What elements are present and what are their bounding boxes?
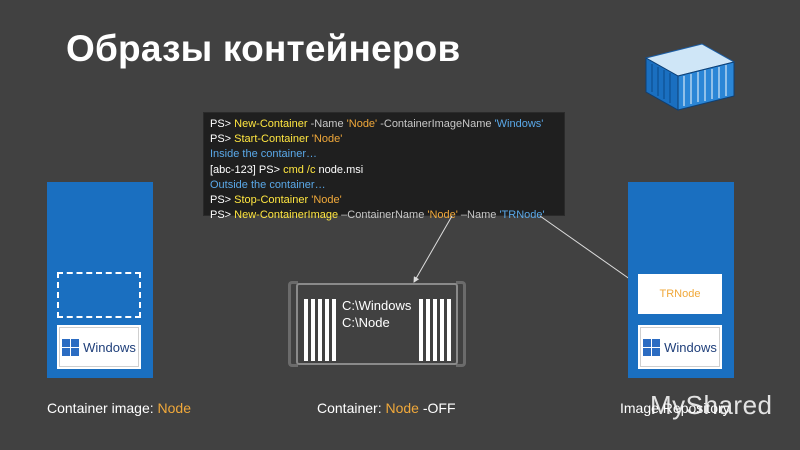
console-line: PS> Start-Container 'Node' — [210, 132, 558, 147]
container-frame — [296, 283, 458, 365]
windows-base-layer: Windows — [638, 325, 722, 369]
console-token: 'Node' — [308, 194, 342, 207]
caption-value: Node — [157, 400, 191, 416]
console-token: -Name — [307, 118, 347, 130]
console-token: PS> — [210, 133, 235, 146]
caption-prefix: Container: — [317, 400, 386, 416]
console-token: Start-Container — [234, 133, 309, 146]
windows-logo-icon — [643, 338, 661, 356]
arrow-to-repository — [539, 215, 635, 283]
console-token: node.msi — [315, 163, 364, 176]
windows-base-layer: Windows — [57, 325, 141, 369]
container-paths: C:\Windows C:\Node — [342, 297, 411, 331]
console-token: [abc-123] PS> — [210, 163, 284, 176]
container-right-bracket — [456, 281, 466, 367]
caption-container-image: Container image: Node — [47, 400, 191, 416]
console-line: [abc-123] PS> cmd /c node.msi — [210, 163, 558, 178]
console-token: 'Node' — [308, 133, 343, 146]
trnode-layer: TRNode — [638, 274, 722, 314]
caption-suffix: -OFF — [418, 400, 456, 416]
container-path-node: C:\Node — [342, 315, 390, 330]
caption-container: Container: Node -OFF — [317, 400, 456, 416]
console-token: 'Node' — [346, 118, 378, 130]
console-token: Inside the container… — [210, 148, 318, 161]
console-token: 'TRNode' — [499, 209, 545, 222]
console-token: New-ContainerImage — [234, 209, 339, 222]
arrow-to-container — [413, 215, 453, 283]
console-token: PS> — [210, 209, 235, 222]
watermark-logo: MyShared — [650, 390, 773, 420]
stopped-container: C:\Windows C:\Node — [288, 275, 466, 373]
console-line: Inside the container… — [210, 147, 558, 162]
console-token: Stop-Container — [234, 194, 309, 207]
slide-title: Образы контейнеров — [66, 28, 461, 69]
console-line: PS> New-Container -Name 'Node' -Containe… — [210, 117, 558, 132]
console-token: PS> — [210, 118, 235, 130]
console-token: –ContainerName — [338, 209, 428, 222]
windows-label: Windows — [83, 339, 136, 355]
windows-label: Windows — [664, 339, 717, 355]
image-repository-panel: TRNode Windows — [628, 182, 734, 378]
empty-layer-slot — [57, 272, 141, 318]
console-line: Outside the container… — [210, 178, 558, 193]
console-token: Outside the container… — [210, 178, 326, 191]
powershell-console: PS> New-Container -Name 'Node' -Containe… — [203, 112, 565, 221]
container-image-panel: Windows — [47, 182, 153, 378]
console-line: PS> New-ContainerImage –ContainerName 'N… — [210, 208, 558, 223]
console-token: –Name — [457, 209, 500, 222]
console-token: 'Windows' — [494, 118, 544, 130]
console-token: cmd /c — [283, 163, 316, 176]
console-token: New-Container — [234, 118, 308, 130]
caption-value: Node — [385, 400, 419, 416]
console-token: PS> — [210, 194, 235, 207]
caption-image-repository: Image Repository — [620, 400, 730, 416]
windows-logo-icon — [62, 338, 80, 356]
container-cube-icon — [644, 43, 736, 111]
container-stripes-left — [304, 299, 336, 361]
container-stripes-right — [419, 299, 451, 361]
container-left-bracket — [288, 281, 298, 367]
container-path-windows: C:\Windows — [342, 298, 412, 313]
caption-prefix: Container image: — [47, 400, 158, 416]
console-token: -ContainerImageName — [377, 118, 495, 130]
console-line: PS> Stop-Container 'Node' — [210, 193, 558, 208]
